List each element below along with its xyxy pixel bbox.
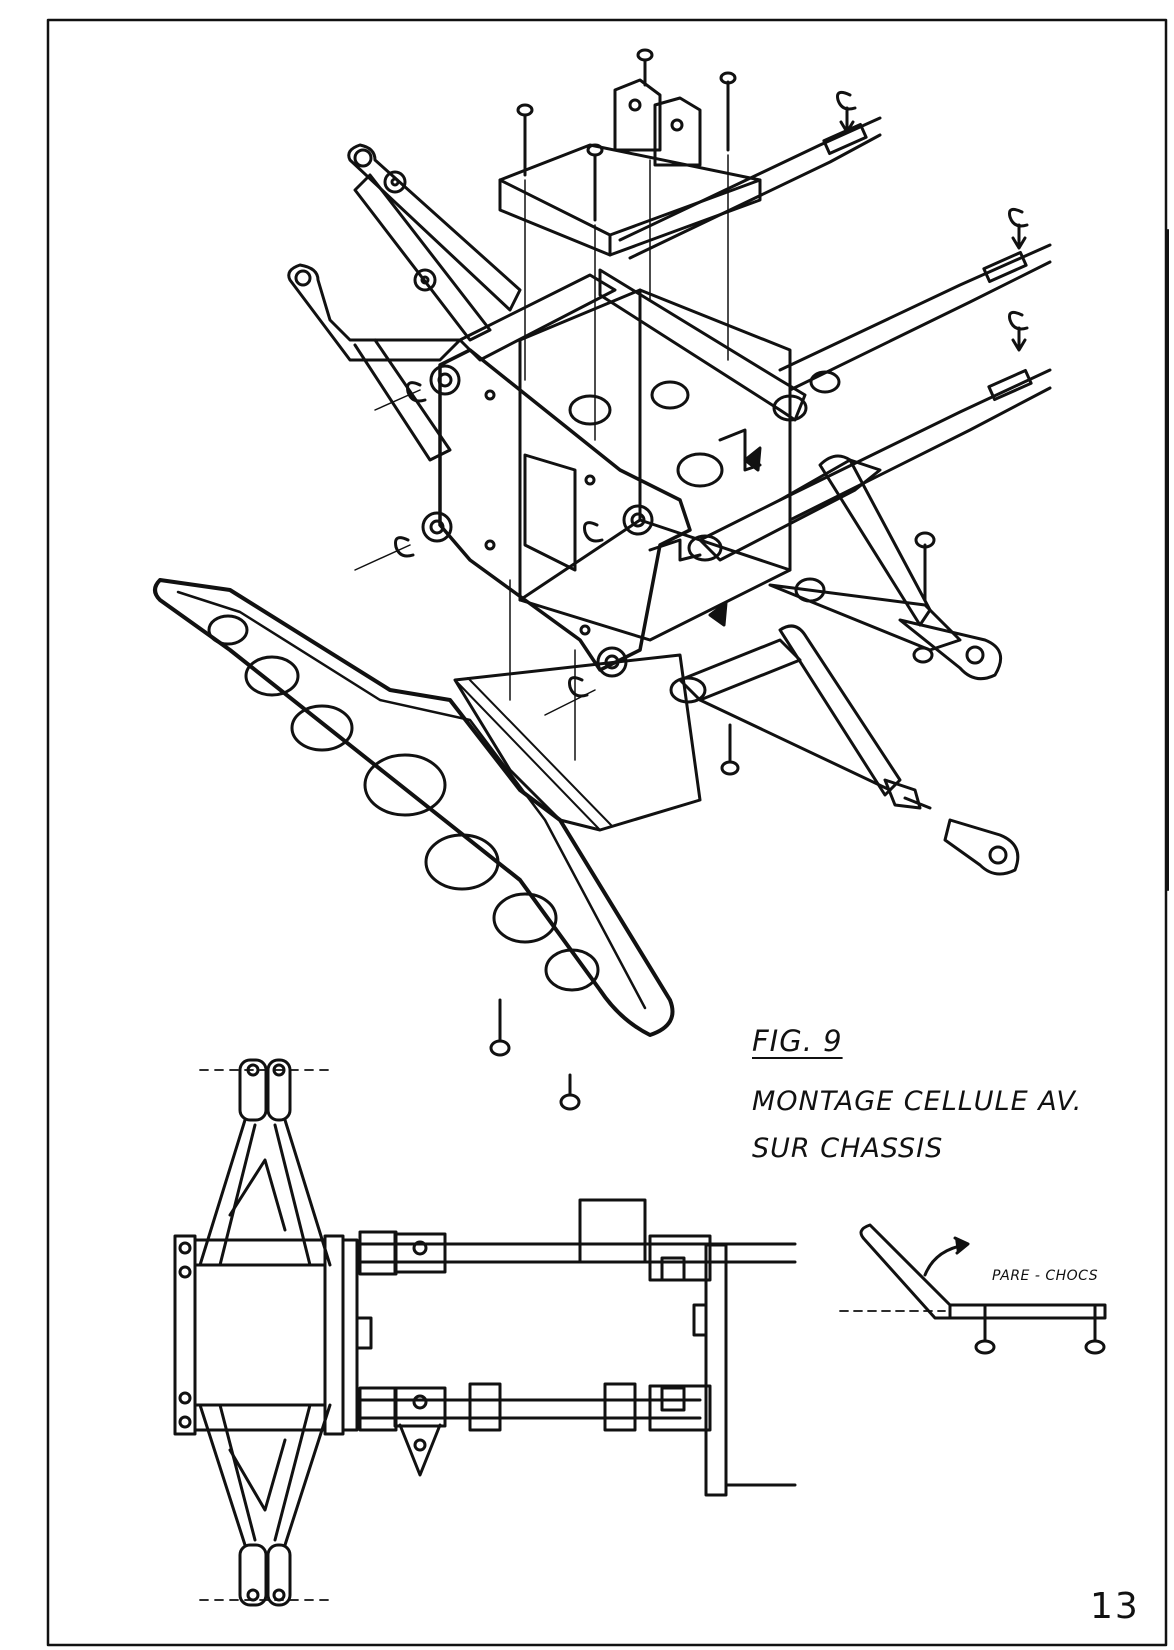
bulkhead-block — [518, 288, 792, 642]
exploded-view — [153, 48, 1052, 1111]
bumper-plate — [153, 578, 702, 1037]
bumper-hole — [424, 833, 500, 891]
figure-caption-line-2: SUR CHASSIS — [752, 1133, 944, 1164]
bumper-hole — [492, 892, 558, 944]
plan-view — [173, 1058, 797, 1607]
chassis-rods — [618, 116, 1052, 522]
upper-left-arm — [347, 143, 522, 342]
page-number: 13 — [1090, 1586, 1140, 1627]
bumper-screw-icon — [489, 723, 740, 1111]
bumper-hole — [363, 753, 447, 817]
right-lower-arm — [687, 454, 1003, 681]
bumper-hole — [207, 614, 249, 646]
ball-link — [943, 818, 1020, 876]
bumper-inset — [839, 1223, 1107, 1355]
upper-hinge-rod — [458, 268, 808, 422]
page-border — [46, 18, 1168, 1647]
lower-wishbone — [198, 1403, 332, 1607]
figure-caption-line-1: MONTAGE CELLULE AV. — [752, 1086, 1083, 1117]
lower-front-arm — [669, 624, 932, 810]
upper-wishbone — [198, 1058, 332, 1267]
top-plate — [498, 78, 762, 257]
direction-arrow-icon — [708, 446, 762, 627]
front-bulkhead-plate — [421, 348, 692, 678]
bumper-hole — [290, 704, 354, 752]
figure-number: FIG. 9 — [752, 1024, 843, 1058]
lower-left-arm — [287, 263, 462, 462]
bumper-hole — [544, 948, 600, 992]
top-screw-icon — [516, 48, 737, 222]
bumper-hole — [244, 655, 300, 697]
e-clip-icon — [394, 90, 1029, 698]
bumper-label: PARE - CHOCS — [992, 1268, 1099, 1284]
